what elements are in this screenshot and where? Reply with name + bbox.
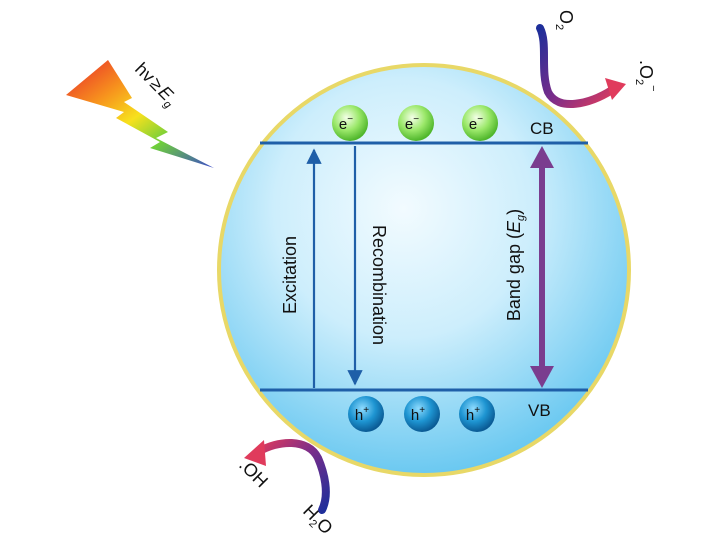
excitation-label: Excitation [280,236,300,314]
band-gap-label: Band gap (Eg) [504,209,527,321]
semiconductor-particle [217,63,631,477]
cb-label: CB [530,119,554,138]
svg-text:O2: O2 [553,10,576,30]
svg-text:.OH: .OH [235,455,272,492]
electron: e− [462,105,498,141]
band-gap-arrow-top [530,146,554,168]
electron: e− [332,105,368,141]
hydroxyl-product-label: .OH [235,455,272,492]
svg-text:h+: h+ [355,405,369,424]
svg-text:hv≥Eg: hv≥Eg [129,59,182,112]
oxidation-arrow [254,438,330,514]
svg-text:h+: h+ [411,405,425,424]
svg-text:h+: h+ [466,405,480,424]
oxidation-arrow-head [244,440,266,466]
svg-text:e−: e− [405,114,419,133]
hole: h+ [348,396,384,432]
photon-energy-label: hv≥Eg [129,59,182,112]
reduction-arrow [536,24,616,108]
o2-reactant-label: O2 [553,10,576,30]
superoxide-product-label: .O2− [633,60,659,92]
svg-text:e−: e− [339,114,353,133]
vb-label: VB [528,401,551,420]
svg-text:H2O: H2O [297,501,337,541]
svg-text:.O2−: .O2− [633,60,659,92]
reduction-arrow-head [605,78,626,100]
light-bolt-icon [66,60,214,168]
recombination-label: Recombination [369,225,389,345]
water-reactant-label: H2O [297,501,337,541]
svg-text:e−: e− [469,114,483,133]
electron: e− [398,105,434,141]
hole: h+ [404,396,440,432]
band-gap-arrow-bottom [530,366,554,388]
hole: h+ [459,396,495,432]
